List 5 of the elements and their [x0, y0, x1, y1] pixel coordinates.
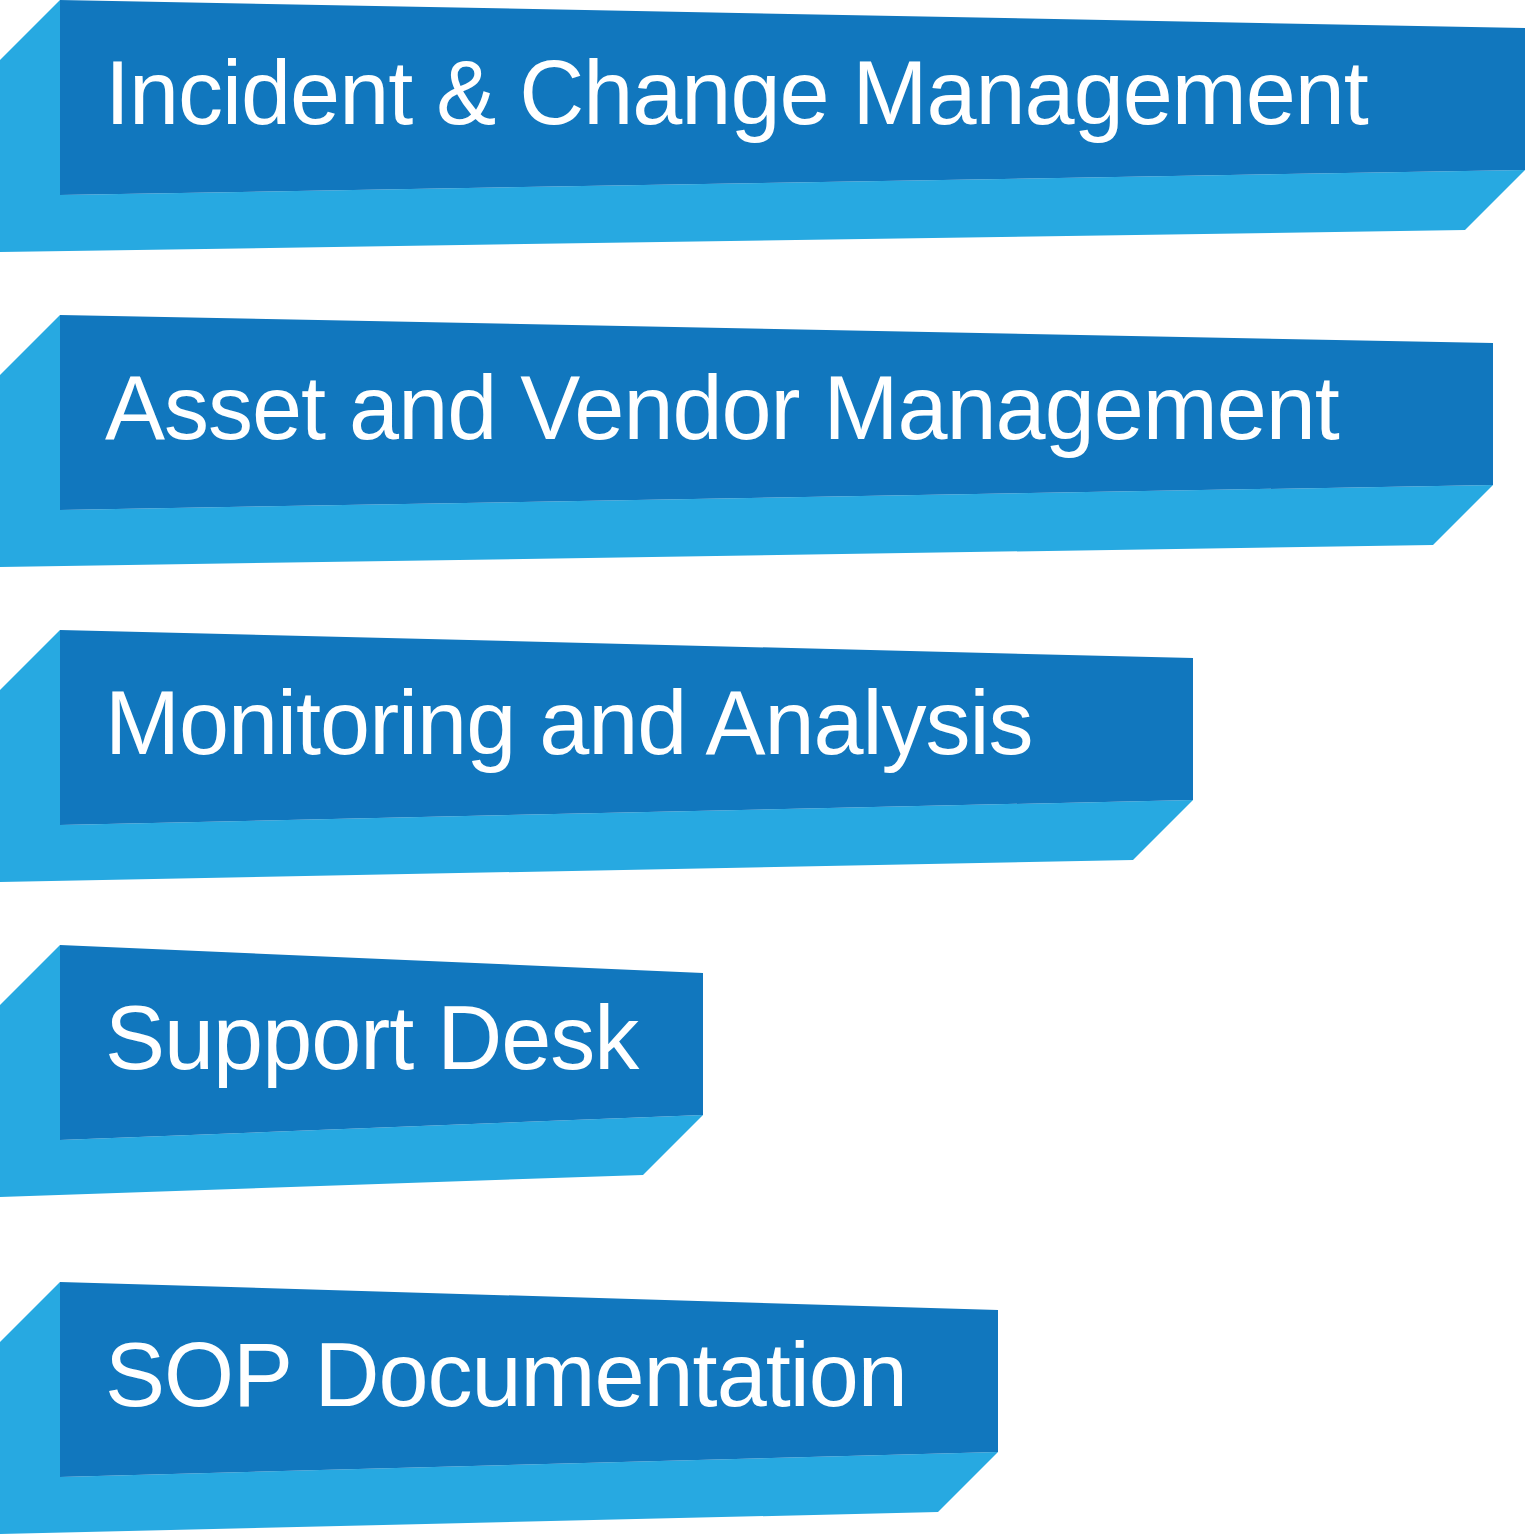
banner-title: Incident & Change Management: [105, 42, 1368, 145]
banner-title: Monitoring and Analysis: [105, 672, 1033, 775]
banner-title: SOP Documentation: [105, 1324, 907, 1427]
banner-title: Support Desk: [105, 987, 639, 1090]
banner-title: Asset and Vendor Management: [105, 357, 1339, 460]
